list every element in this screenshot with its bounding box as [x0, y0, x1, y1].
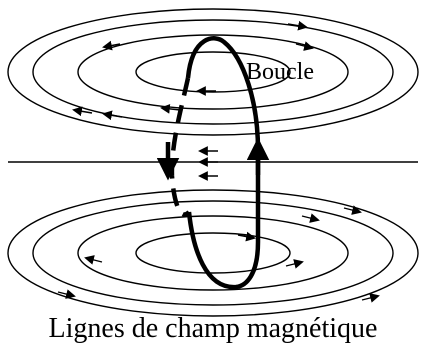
field-arrow-lower-left-outer — [57, 289, 76, 299]
field-arrow-lower-right-bottom — [285, 259, 304, 269]
lower-field-line-2 — [32, 200, 394, 306]
field-arrow-upper-outer-left — [72, 106, 93, 117]
field-arrow-lower-bottom-right — [361, 293, 380, 303]
field-arrow-upper-mid-left — [102, 110, 123, 121]
field-arrow-top-right — [287, 20, 308, 31]
upper-field-line-1 — [7, 8, 419, 136]
field-arrow-upper-mid-right — [102, 40, 121, 51]
field-arrow-lower-left-inner — [84, 255, 103, 265]
figure-caption: Lignes de champ magnétique — [48, 313, 378, 344]
lower-field-line-4 — [135, 232, 291, 274]
loop-label: Boucle — [246, 59, 314, 85]
field-arrow-upper-inner-right — [295, 41, 314, 51]
upper-field-line-3 — [77, 34, 349, 110]
upper-field-line-2 — [32, 19, 394, 125]
field-arrow-lower-right-mid — [301, 213, 320, 223]
lower-field-line-3 — [77, 215, 349, 291]
field-arrow-upper-inner-left — [160, 103, 181, 114]
field-arrow-lower-center — [237, 231, 256, 242]
current-loop-back-dashed — [169, 77, 191, 217]
upper-field-line-4 — [135, 51, 291, 93]
lower-field-line-1 — [7, 189, 419, 317]
field-arrow-lower-right-outer — [343, 205, 362, 215]
